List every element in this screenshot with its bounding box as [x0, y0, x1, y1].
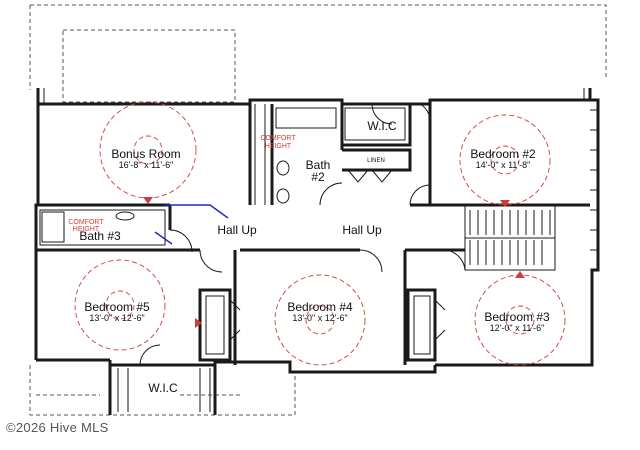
bath-2-label: Bath	[306, 158, 331, 172]
comfort-height-note-1: COMFORT	[260, 135, 296, 142]
door-swings	[139, 103, 466, 366]
bedroom-2-label: Bedroom #2	[470, 147, 536, 161]
comfort-height-note-1-line2: HEIGHT	[265, 143, 292, 150]
bedroom-3-dims: 12'-0" x 11'-6"	[490, 323, 545, 333]
wic-top-label: W.I.C	[367, 119, 397, 133]
linen-label: LINEN	[367, 158, 385, 164]
bonus-room-label: Bonus Room	[111, 147, 180, 161]
bedroom-2-dims: 14'-0" x 11'-8"	[476, 160, 531, 170]
bedroom-5-label: Bedroom #5	[84, 300, 150, 314]
interior-walls	[34, 104, 598, 412]
hall-up-right-label: Hall Up	[342, 223, 382, 237]
ceiling-fan-markers	[74, 101, 566, 366]
bedroom-4-dims: 13'-0" x 12'-6"	[292, 313, 347, 323]
comfort-height-note-2: COMFORT	[68, 219, 104, 226]
wic-bottom-label: W.I.C	[148, 381, 178, 395]
bedroom-5-dims: 13'-0" x 12'-6"	[89, 313, 144, 323]
plumbing-fixtures	[41, 107, 337, 245]
watermark-text: ©2026 Hive MLS	[6, 420, 109, 435]
bonus-room-dims: 16'-8" x 11'-6"	[119, 160, 174, 170]
bedroom-3-label: Bedroom #3	[484, 310, 550, 324]
bedroom-4-label: Bedroom #4	[287, 300, 353, 314]
hall-up-left-label: Hall Up	[217, 223, 257, 237]
comfort-height-note-2-line2: HEIGHT	[73, 226, 100, 233]
bath-2-number: #2	[311, 170, 325, 184]
bath-3-label: Bath #3	[79, 229, 121, 243]
exterior-walls	[34, 88, 600, 415]
